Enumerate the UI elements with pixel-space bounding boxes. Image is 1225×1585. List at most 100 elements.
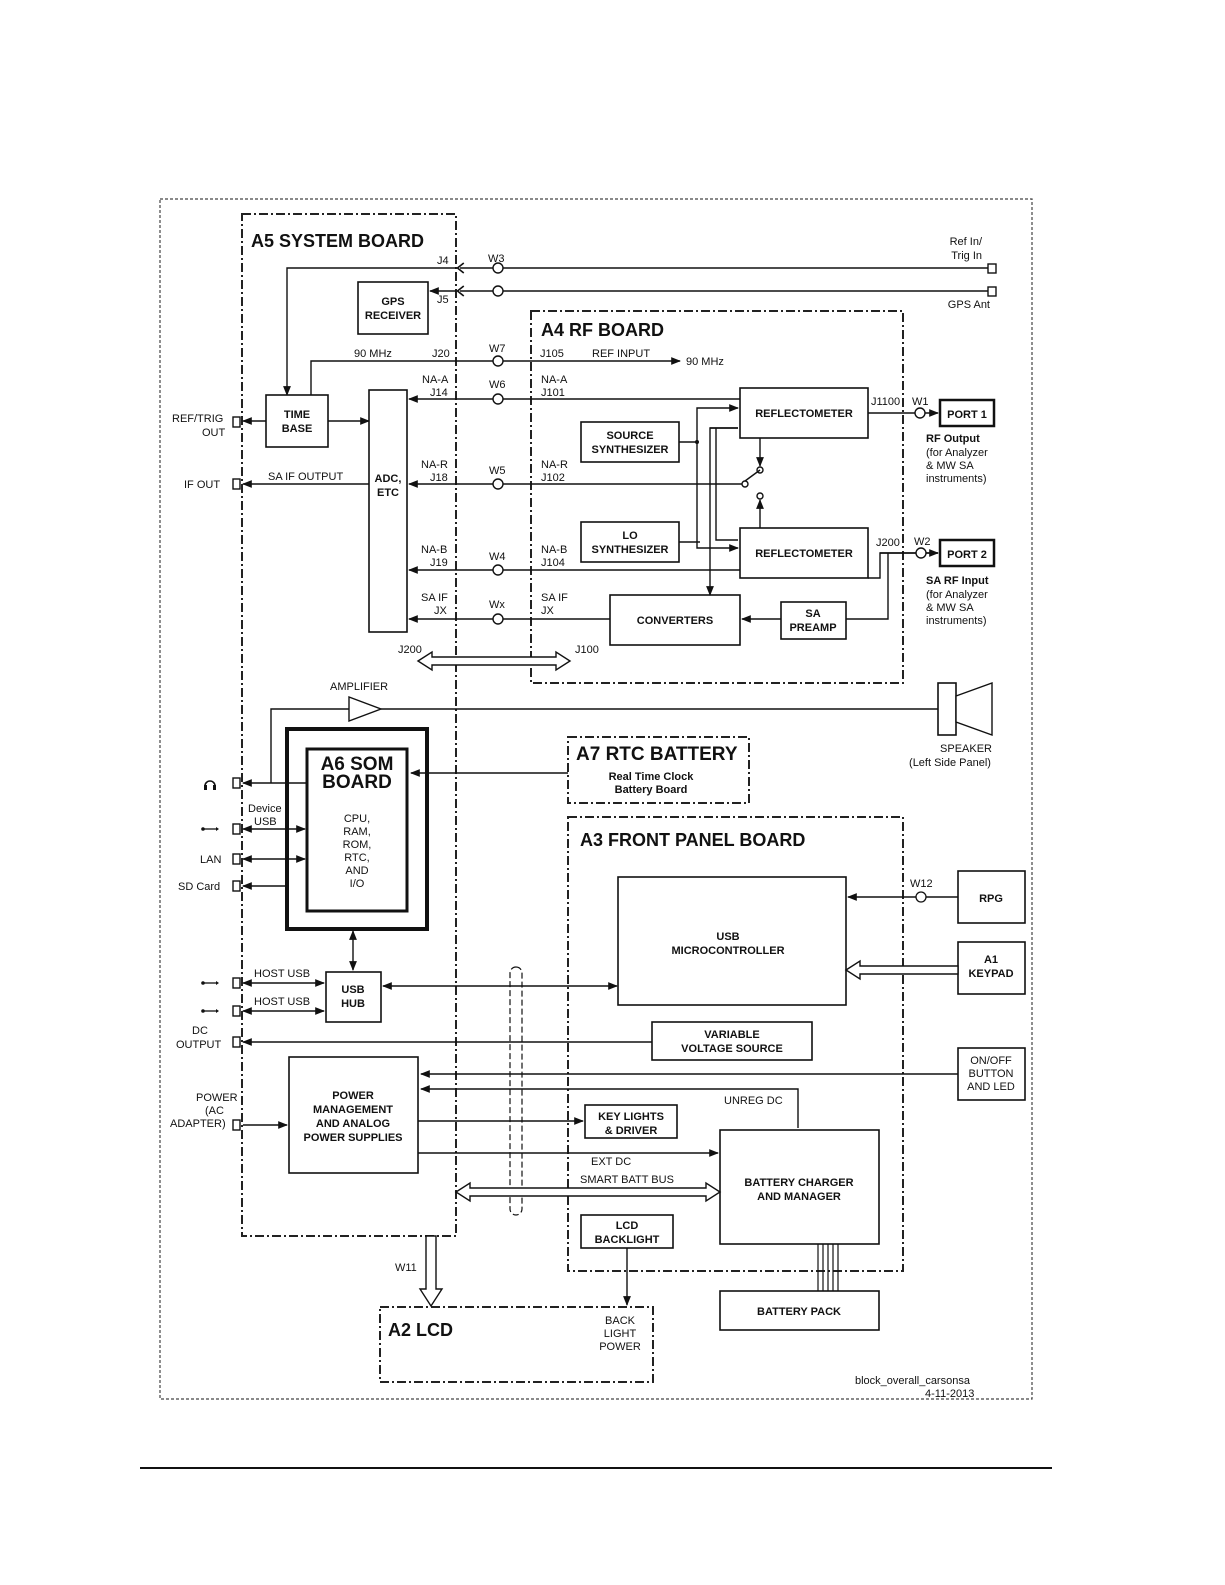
- power-ac-label-3: ADAPTER): [170, 1118, 226, 1130]
- na-b-right-1: NA-B: [541, 544, 567, 556]
- outer-frame: [159, 198, 1033, 1400]
- if-out-label: IF OUT: [184, 479, 220, 491]
- som-body-3: ROM,: [343, 839, 372, 851]
- device-usb-port[interactable]: [232, 823, 241, 835]
- wx-cable-icon: [492, 613, 504, 625]
- speaker-label-1: SPEAKER: [940, 743, 992, 755]
- converters-label: CONVERTERS: [637, 615, 713, 627]
- a2-title: A2 LCD: [388, 1320, 453, 1340]
- headphone-port[interactable]: [232, 777, 241, 789]
- sa-preamp-label-2: PREAMP: [789, 622, 836, 634]
- lo-synth-block: [580, 521, 680, 563]
- gps-ant-label: GPS Ant: [948, 299, 990, 311]
- w3-cable-icon: [492, 262, 504, 274]
- na-a-right-2: J101: [541, 387, 565, 399]
- host-usb-2-label: HOST USB: [254, 996, 310, 1008]
- time-base-block: [265, 394, 329, 448]
- dc-output-label-1: DC: [192, 1025, 208, 1037]
- onoff-block: [957, 1047, 1026, 1101]
- variable-vs-label-1: VARIABLE: [704, 1029, 759, 1041]
- keypad-label-2: KEYPAD: [968, 968, 1013, 980]
- speaker-label-2: (Left Side Panel): [909, 757, 991, 769]
- usb-micro-label-2: MICROCONTROLLER: [671, 945, 784, 957]
- host-usb-2-port[interactable]: [232, 1005, 241, 1017]
- ref-input-label: REF INPUT: [592, 348, 650, 360]
- onoff-label-2: BUTTON: [968, 1068, 1013, 1080]
- onoff-label-3: AND LED: [967, 1081, 1015, 1093]
- sa-rf-input-4: instruments): [926, 615, 987, 627]
- gps-ant-port[interactable]: [987, 286, 997, 297]
- footer-rule: [140, 1467, 1052, 1469]
- mhz90-label-a: 90 MHz: [354, 348, 392, 360]
- na-b-left-1: NA-B: [421, 544, 447, 556]
- w1-cable-icon: [914, 407, 926, 419]
- power-mgmt-label-3: AND ANALOG: [316, 1118, 390, 1130]
- w7-cable-icon: [492, 355, 504, 367]
- smart-batt-bus: [454, 1181, 722, 1203]
- sa-if-right-1: SA IF: [541, 592, 568, 604]
- ext-dc-label: EXT DC: [591, 1156, 631, 1168]
- port1-label: PORT 1: [947, 409, 987, 421]
- sd-card-port[interactable]: [232, 880, 241, 892]
- power-ac-port[interactable]: [232, 1119, 241, 1131]
- usb-micro-label-1: USB: [716, 931, 739, 943]
- keypad-label-1: A1: [984, 954, 998, 966]
- sa-if-output-label: SA IF OUTPUT: [268, 471, 343, 483]
- back-light-label-1: BACK: [605, 1315, 636, 1327]
- sa-if-right-2: JX: [541, 605, 555, 617]
- a7-title: A7 RTC BATTERY: [576, 744, 738, 765]
- w7-label: W7: [489, 343, 506, 355]
- w6-label: W6: [489, 379, 506, 391]
- headphone-icon: [204, 780, 216, 790]
- gps-receiver-label-1: GPS: [381, 296, 404, 308]
- ref-in-port[interactable]: [987, 263, 997, 274]
- adc-block: [368, 389, 408, 633]
- adc-label-2: ETC: [377, 487, 399, 499]
- j100-label: J100: [575, 644, 599, 656]
- device-usb-label-2: USB: [254, 816, 277, 828]
- if-out-port[interactable]: [232, 478, 241, 490]
- key-lights-label-2: & DRIVER: [605, 1125, 658, 1137]
- w5-cable-icon: [492, 478, 504, 490]
- usb-hub-block: [325, 971, 382, 1023]
- a7-board-outline: [567, 736, 750, 804]
- a6-title-1: A6 SOM: [321, 754, 394, 775]
- na-b-left-2: J19: [430, 557, 448, 569]
- lan-port[interactable]: [232, 853, 241, 865]
- lcd-backlight-label-2: BACKLIGHT: [595, 1234, 660, 1246]
- w6-cable-icon: [492, 393, 504, 405]
- a6-title-2: BOARD: [322, 772, 392, 793]
- lo-synth-label-1: LO: [622, 530, 638, 542]
- dc-output-port[interactable]: [232, 1036, 241, 1048]
- a4-board-outline: [530, 310, 904, 684]
- j4-label: J4: [437, 255, 449, 267]
- som-body-6: I/O: [350, 878, 365, 890]
- na-r-right-2: J102: [541, 472, 565, 484]
- w4-cable-icon: [492, 564, 504, 576]
- gps-receiver-label-2: RECEIVER: [365, 310, 421, 322]
- usb-hub-label-1: USB: [341, 984, 364, 996]
- ref-trig-out-port[interactable]: [232, 416, 241, 428]
- port2-block[interactable]: [938, 538, 996, 568]
- power-mgmt-label-1: POWER: [332, 1090, 374, 1102]
- lan-label: LAN: [200, 854, 221, 866]
- na-b-right-2: J104: [541, 557, 565, 569]
- lcd-backlight-label-1: LCD: [616, 1220, 639, 1232]
- onoff-label-1: ON/OFF: [970, 1055, 1012, 1067]
- ref-trig-out-label-2: OUT: [202, 427, 226, 439]
- port2-label: PORT 2: [947, 549, 987, 561]
- sa-rf-input-1: SA RF Input: [926, 575, 989, 587]
- a5-board-outline: [241, 213, 457, 1237]
- a3-title: A3 FRONT PANEL BOARD: [580, 830, 805, 850]
- rf-output-1: RF Output: [926, 433, 980, 445]
- w5-label: W5: [489, 465, 506, 477]
- usb-icon: [201, 981, 219, 985]
- w3-label: W3: [488, 253, 505, 265]
- j20-label: J20: [432, 348, 450, 360]
- battery-wires: [817, 1244, 839, 1291]
- host-usb-1-label: HOST USB: [254, 968, 310, 980]
- port1-block[interactable]: [938, 398, 996, 428]
- host-usb-1-port[interactable]: [232, 977, 241, 989]
- w11-label: W11: [395, 1262, 417, 1274]
